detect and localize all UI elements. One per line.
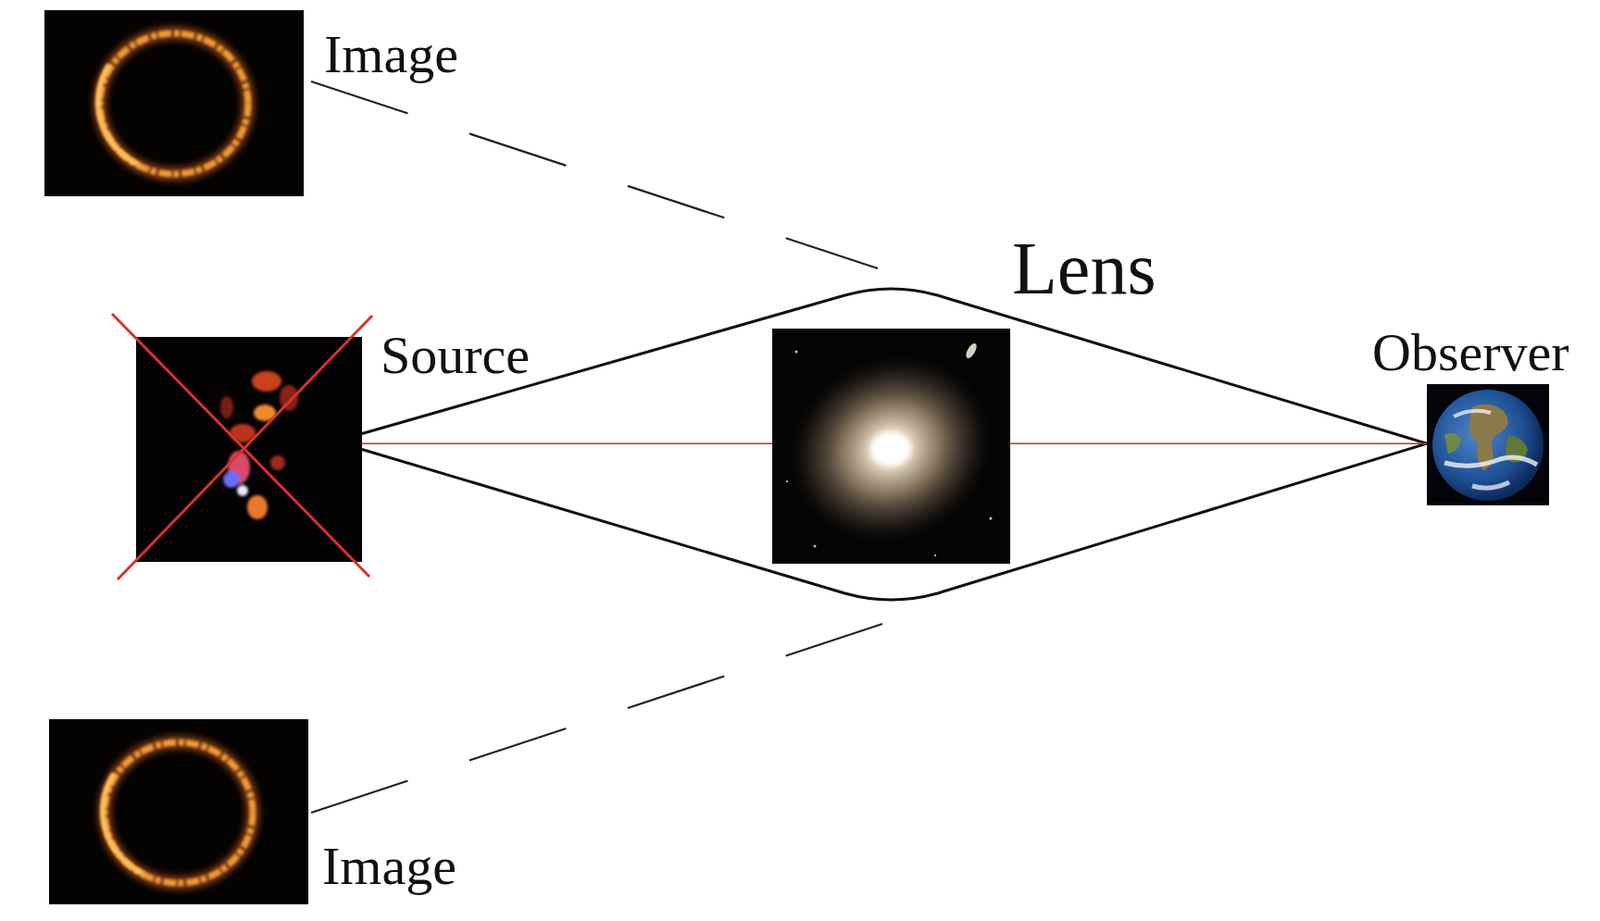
lensed-image: Image [49,719,309,905]
source-label: Source [380,328,530,383]
lensed-image: Image [44,10,304,197]
lens-galaxy: Lens [772,328,1011,564]
image-label: Image [322,839,457,894]
lens-label: Lens [1012,231,1157,306]
observer-label: Observer [1372,325,1570,380]
image-label: Image [324,27,459,82]
observer-earth: Observer [1426,384,1550,506]
source-galaxy: Source [136,337,363,563]
